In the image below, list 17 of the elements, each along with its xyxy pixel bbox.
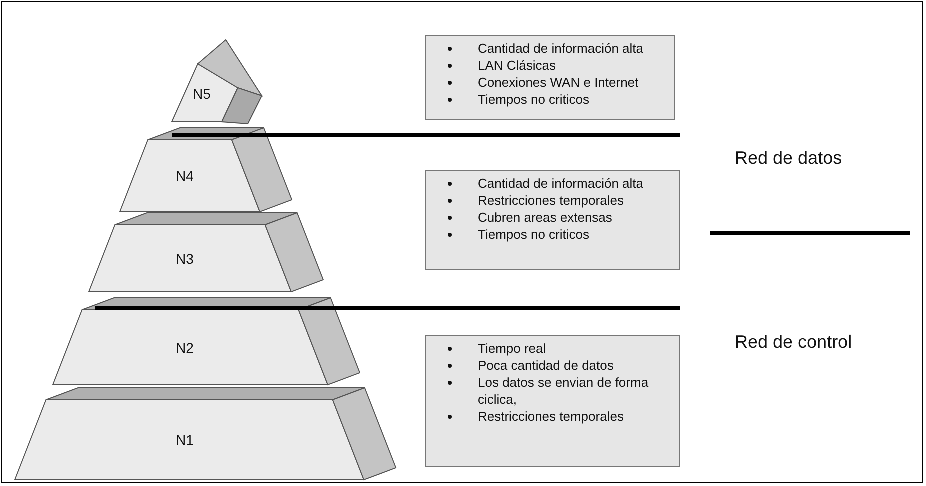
bullet-item: Restricciones temporales (478, 193, 624, 208)
bullet-list-box (425, 335, 680, 467)
bullet-item: Conexiones WAN e Internet (478, 75, 639, 90)
section-label: Red de datos (735, 148, 842, 169)
bullet-list-box (425, 170, 680, 270)
bullet-item: Los datos se envian de forma ciclica, (478, 375, 649, 407)
bullet-item: Restricciones temporales (478, 409, 624, 424)
bullet-item: Cantidad de información alta (478, 176, 644, 191)
bullet-item: Cantidad de información alta (478, 41, 644, 56)
bullet-item: Tiempo real (478, 341, 546, 356)
bullet-item: Poca cantidad de datos (478, 358, 614, 373)
bullet-item: Tiempos no criticos (478, 92, 590, 107)
bullet-item: LAN Clásicas (478, 58, 556, 73)
bullet-item: Tiempos no criticos (478, 227, 590, 242)
bullet-item: Cubren areas extensas (478, 210, 612, 225)
bullet-list-box (425, 35, 675, 120)
section-label: Red de control (735, 332, 852, 353)
